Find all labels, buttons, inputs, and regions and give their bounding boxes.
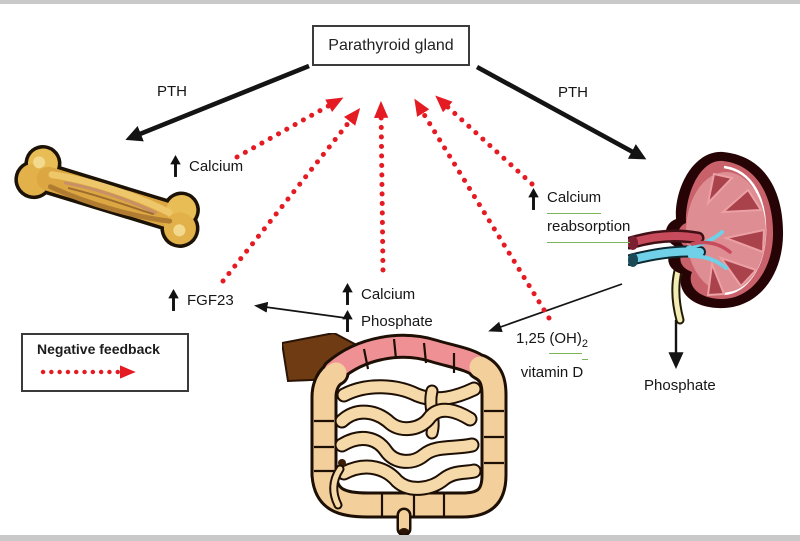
kidney-calcium-line1: Calcium — [547, 185, 602, 214]
bone-calcium-label: Calcium — [189, 157, 244, 175]
pth-arrow-to-bone — [125, 63, 310, 142]
kidney-calcium-item: Calcium reabsorption — [527, 185, 631, 243]
parathyroid-gland-label: Parathyroid gland — [328, 36, 454, 54]
feedback-from-kidney-calcium — [435, 95, 535, 187]
parathyroid-gland-box: Parathyroid gland — [312, 25, 470, 66]
gut-calcium-label: Calcium — [361, 285, 416, 303]
phosphate-out-label: Phosphate — [644, 377, 716, 394]
pth-arrow-to-kidney — [475, 64, 647, 160]
feedback-from-fgf23 — [220, 108, 361, 284]
top-frame-bar — [0, 0, 800, 4]
increase-arrow-icon — [170, 155, 181, 177]
kidney-illustration-icon — [628, 151, 784, 325]
fgf23-label: FGF23 — [187, 291, 234, 309]
bottom-frame-bar — [0, 535, 800, 541]
increase-arrow-icon — [342, 283, 353, 305]
kidney-calcium-line2: reabsorption — [547, 214, 631, 243]
vitamin-d-oh: (OH) — [549, 326, 582, 354]
feedback-from-vitamin-d — [414, 98, 552, 321]
feedback-from-bone-calcium — [234, 97, 344, 160]
gut-phosphate-item: Phosphate — [341, 310, 433, 333]
feedback-from-gut-calcium-phosphate — [374, 100, 389, 273]
intestine-illustration-icon — [282, 333, 508, 535]
increase-arrow-icon — [528, 188, 539, 210]
vitamin-d-prefix: 1,25 — [516, 330, 550, 347]
legend-title: Negative feedback — [37, 341, 160, 357]
vitamin-d-line2: vitamin D — [520, 364, 584, 381]
negative-feedback-legend: Negative feedback — [21, 333, 189, 392]
bone-illustration-icon — [14, 145, 200, 248]
pth-left-label: PTH — [157, 83, 187, 100]
kidney-calcium-text: Calcium reabsorption — [547, 185, 631, 243]
vitamin-d-label: 1,25 (OH)2 vitamin D — [500, 326, 604, 385]
increase-arrow-icon — [342, 310, 353, 332]
bone-calcium-item: Calcium — [169, 155, 243, 178]
gut-phosphate-label: Phosphate — [361, 312, 433, 330]
phosphate-to-fgf23-arrow — [253, 301, 347, 319]
pth-right-label: PTH — [558, 84, 588, 101]
red-dotted-arrow-icon — [40, 365, 136, 379]
increase-arrow-icon — [168, 289, 179, 311]
fgf23-item: FGF23 — [167, 289, 234, 312]
kidney-to-vitamin-d-arrow — [488, 283, 623, 332]
gut-calcium-item: Calcium — [341, 283, 415, 306]
vitamin-d-subscript: 2 — [581, 332, 588, 360]
